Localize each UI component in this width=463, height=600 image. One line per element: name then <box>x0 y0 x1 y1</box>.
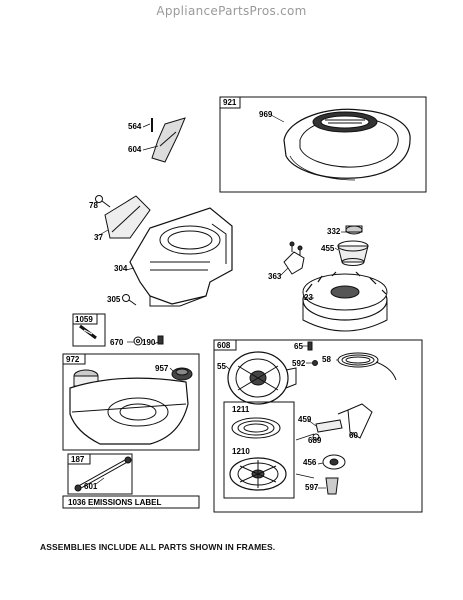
part-label-37: 37 <box>94 233 103 242</box>
part-689-spring <box>312 433 320 441</box>
part-670-washer <box>133 336 143 346</box>
part-1211-spring <box>231 417 281 439</box>
part-label-58: 58 <box>322 355 331 364</box>
part-1059-spark-plug <box>79 324 97 340</box>
part-304-blower-housing <box>129 207 233 307</box>
frame-label-972: 972 <box>66 355 80 364</box>
subframe-spring-pulley <box>223 401 295 499</box>
footer-note: ASSEMBLIES INCLUDE ALL PARTS SHOWN IN FR… <box>40 542 276 552</box>
part-label-592: 592 <box>292 359 306 368</box>
frame-tag-1059 <box>72 313 98 325</box>
part-label-604: 604 <box>128 145 142 154</box>
part-label-305: 305 <box>107 295 121 304</box>
part-459-dog <box>315 419 343 433</box>
part-label-1211: 1211 <box>232 405 250 414</box>
part-label-957: 957 <box>155 364 169 373</box>
frame-972 <box>62 353 200 451</box>
part-55-starter-housing <box>227 351 297 405</box>
part-label-23: 23 <box>304 293 313 302</box>
frame-tag-608 <box>213 339 237 351</box>
part-305-screw <box>122 294 137 306</box>
emissions-label-box <box>62 495 200 509</box>
part-332-nut <box>345 225 363 235</box>
frame-187 <box>67 453 133 495</box>
part-label-670: 670 <box>110 338 124 347</box>
frame-label-1059: 1059 <box>75 315 93 324</box>
part-957-cap <box>171 367 193 381</box>
part-label-564: 564 <box>128 122 142 131</box>
part-label-455: 455 <box>321 244 335 253</box>
part-37-baffle <box>104 195 151 239</box>
part-78-screw <box>95 195 111 208</box>
part-363-bracket <box>283 241 305 275</box>
blower-housing-cover <box>283 108 411 181</box>
part-label-363: 363 <box>268 272 282 281</box>
part-972-fuel-tank <box>69 369 189 445</box>
part-label-332: 332 <box>327 227 341 236</box>
part-label-459: 459 <box>298 415 312 424</box>
part-187-fuel-line <box>74 456 132 492</box>
frame-tag-972 <box>62 353 86 365</box>
part-604-guard <box>151 117 186 163</box>
part-592-clip <box>312 360 318 366</box>
part-label-601: 601 <box>84 482 98 491</box>
part-label-597: 597 <box>305 483 319 492</box>
frame-921 <box>219 96 427 193</box>
part-65-screw <box>307 341 313 351</box>
part-label-55: 55 <box>217 362 226 371</box>
part-456-retainer <box>322 454 346 470</box>
part-597-screw <box>325 477 339 495</box>
part-label-60: 60 <box>349 431 358 440</box>
leader-lines <box>95 114 355 489</box>
part-23-flywheel <box>302 271 388 332</box>
frame-608 <box>213 339 423 513</box>
emissions-label-text: 1036 EMISSIONS LABEL <box>68 498 162 507</box>
frame-tag-921 <box>219 96 241 109</box>
part-58-rope <box>337 352 397 381</box>
part-60-handle <box>337 403 373 439</box>
part-label-65: 65 <box>294 342 303 351</box>
part-455-cup <box>337 240 369 266</box>
part-label-304: 304 <box>114 264 128 273</box>
frame-label-921: 921 <box>223 98 237 107</box>
part-1210-pulley <box>229 457 287 491</box>
watermark: AppliancePartsPros.com <box>156 4 307 18</box>
frame-label-187: 187 <box>71 455 85 464</box>
part-label-456: 456 <box>303 458 317 467</box>
part-label-689: 689 <box>308 436 322 445</box>
part-label-1210: 1210 <box>232 447 250 456</box>
part-label-190: 190 <box>142 338 156 347</box>
part-label-969: 969 <box>259 110 273 119</box>
frame-label-608: 608 <box>217 341 231 350</box>
frame-tag-187 <box>67 453 91 465</box>
part-label-78: 78 <box>89 201 98 210</box>
part-190-screw <box>157 335 164 345</box>
